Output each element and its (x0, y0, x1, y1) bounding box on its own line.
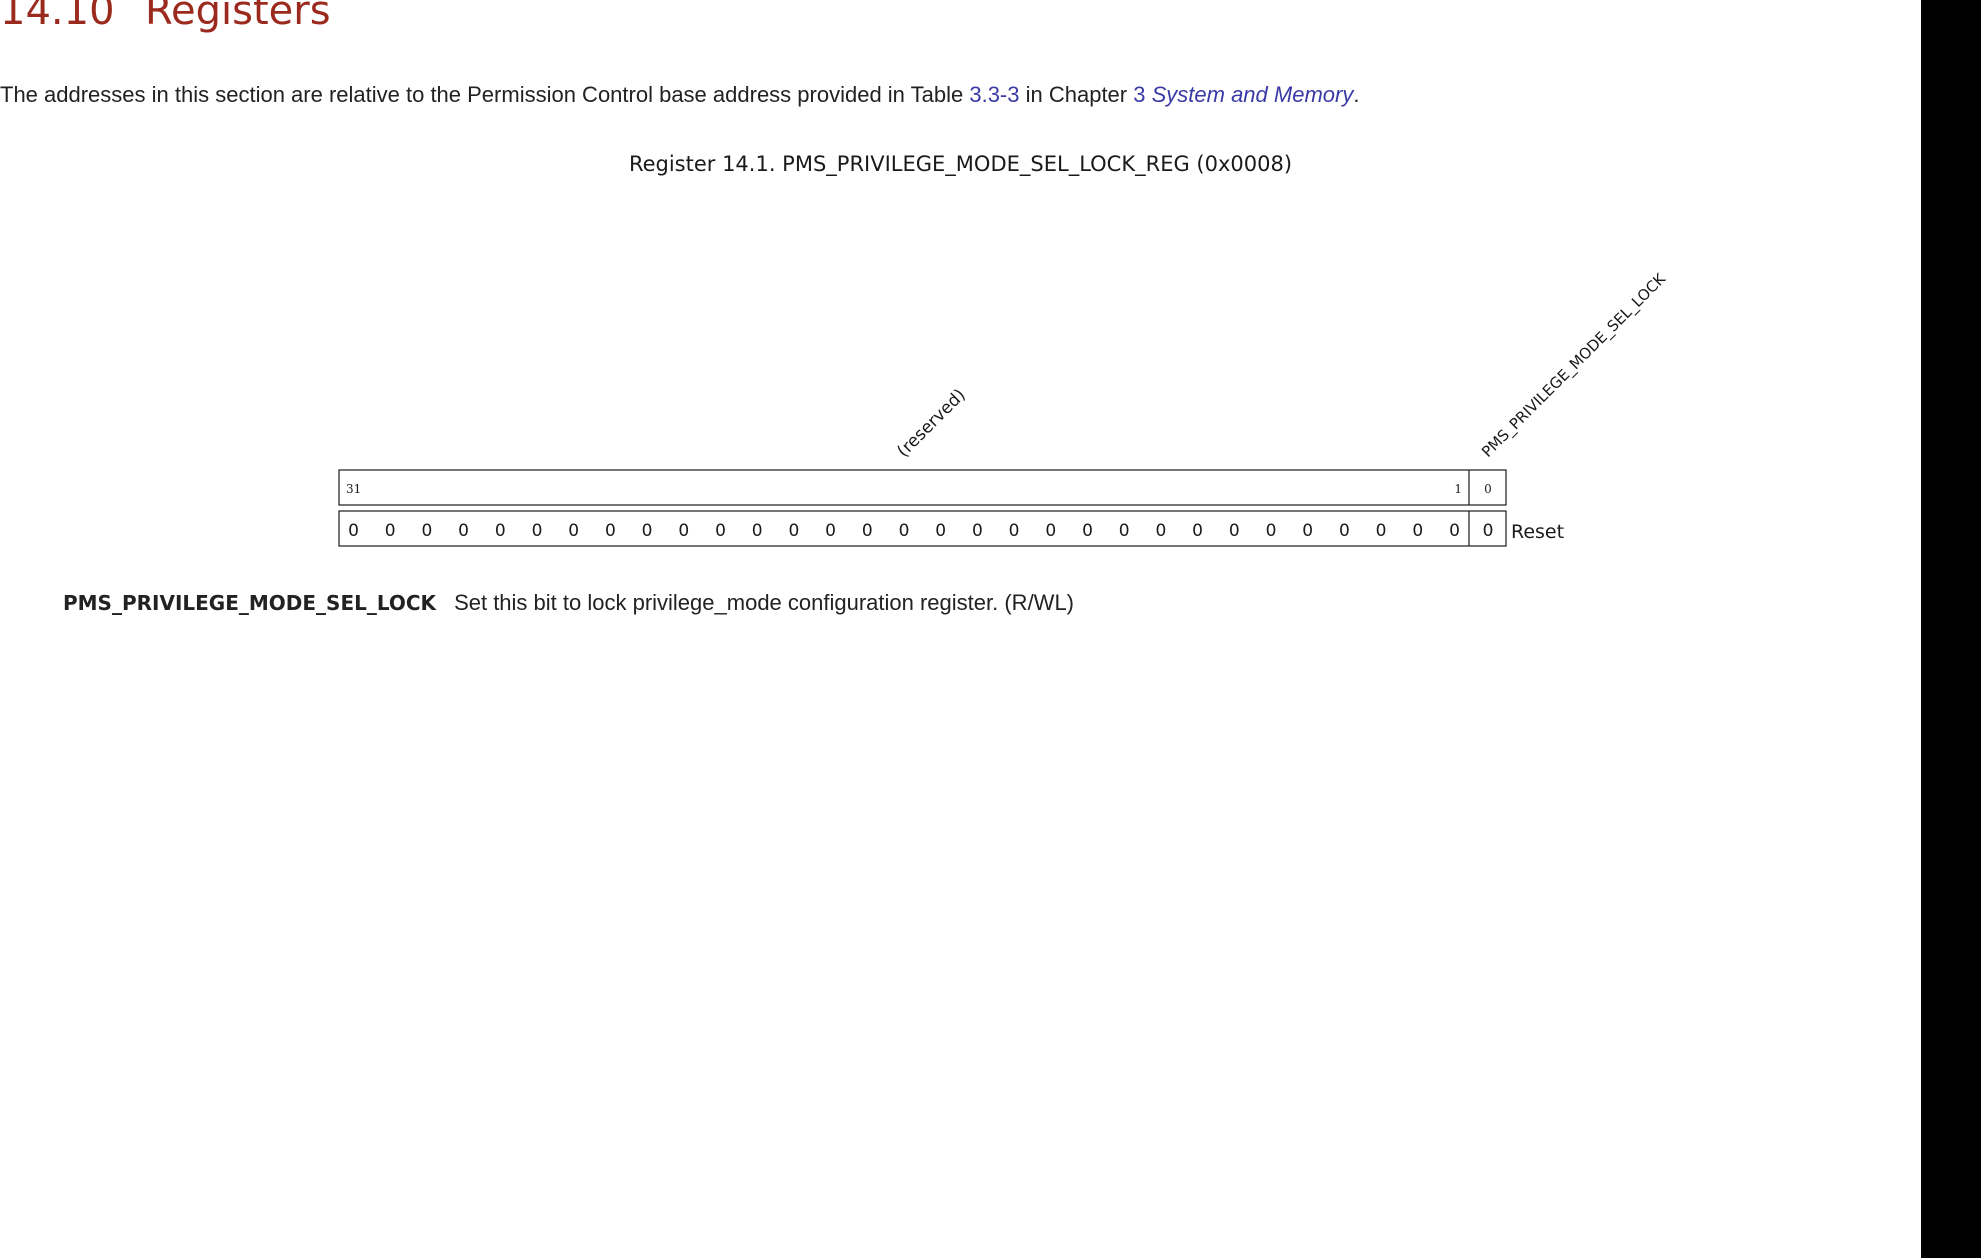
reset-bit-21: 0 (715, 521, 726, 541)
reset-bit-28: 0 (458, 521, 469, 541)
reset-bit-13: 0 (1009, 521, 1020, 541)
page-edge-bar (1921, 0, 1981, 1258)
reset-bit-24: 0 (605, 521, 616, 541)
section-number: 14.10 (0, 0, 115, 34)
field-name-reserved: (reserved) (893, 385, 969, 461)
reset-bit-4: 0 (1339, 521, 1350, 541)
reset-bit-26: 0 (532, 521, 543, 541)
section-title: Registers (145, 0, 331, 34)
reset-bit-2: 0 (1412, 521, 1423, 541)
register-diagram: 31 1 0 (reserved) PMS_PRIVILEGE_MODE_SEL… (338, 269, 1671, 547)
register-caption: Register 14.1. PMS_PRIVILEGE_MODE_SEL_LO… (628, 152, 1293, 176)
intro-paragraph: The addresses in this section are relati… (0, 82, 1359, 108)
reset-bit-17: 0 (862, 521, 873, 541)
reset-bit-3: 0 (1376, 521, 1387, 541)
field-description-name: PMS_PRIVILEGE_MODE_SEL_LOCK (63, 591, 437, 615)
reset-bit-16: 0 (899, 521, 910, 541)
reset-bit-27: 0 (495, 521, 506, 541)
reset-bit-11: 0 (1082, 521, 1093, 541)
reset-bit-14: 0 (972, 521, 983, 541)
reset-bit-19: 0 (788, 521, 799, 541)
intro-text-mid: in Chapter (1019, 82, 1134, 107)
reserved-msb-label: 31 (346, 482, 361, 496)
reset-bit-25: 0 (568, 521, 579, 541)
reset-bit-22: 0 (678, 521, 689, 541)
reset-bit-5: 0 (1302, 521, 1313, 541)
reset-bit-6: 0 (1266, 521, 1277, 541)
reset-bit-18: 0 (825, 521, 836, 541)
reset-bit-1: 0 (1449, 521, 1460, 541)
bit-range-box (338, 469, 1507, 506)
intro-text-end: . (1353, 82, 1360, 107)
reset-bit-9: 0 (1155, 521, 1166, 541)
reset-bit-0: 0 (1483, 521, 1494, 541)
reset-bit-20: 0 (752, 521, 763, 541)
intro-text: The addresses in this section are relati… (0, 82, 970, 107)
lock-bit-label: 0 (1484, 482, 1492, 496)
table-link[interactable]: 3.3-3 (969, 82, 1020, 107)
chapter-number-link[interactable]: 3 (1133, 82, 1146, 107)
reset-bit-30: 0 (385, 521, 396, 541)
document-page: 14.10 Registers The addresses in this sec… (0, 0, 1671, 616)
reset-bit-7: 0 (1229, 521, 1240, 541)
field-description: PMS_PRIVILEGE_MODE_SEL_LOCK Set this bit … (63, 590, 1074, 616)
chapter-title-link[interactable]: System and Memory (1151, 82, 1354, 107)
reset-value-box (338, 510, 1507, 547)
reset-bit-15: 0 (935, 521, 946, 541)
reset-bit-29: 0 (421, 521, 432, 541)
reset-bits: 0 0 0 0 0 0 0 0 0 0 0 0 0 0 0 0 0 0 0 0 0 0 0 0 0 0 0 0 0 0 0 0 (348, 521, 1493, 541)
reset-bit-8: 0 (1192, 521, 1203, 541)
reset-label: Reset (1511, 521, 1564, 543)
reset-bit-23: 0 (642, 521, 653, 541)
reset-bit-12: 0 (1045, 521, 1056, 541)
field-description-text: Set this bit to lock privilege_mode conf… (454, 590, 1075, 615)
reserved-lsb-label: 1 (1454, 482, 1462, 496)
section-heading: 14.10 Registers (0, 0, 331, 34)
reset-bit-31: 0 (348, 521, 359, 541)
field-name-lock: PMS_PRIVILEGE_MODE_SEL_LOCK (1478, 269, 1671, 462)
reset-bit-10: 0 (1119, 521, 1130, 541)
